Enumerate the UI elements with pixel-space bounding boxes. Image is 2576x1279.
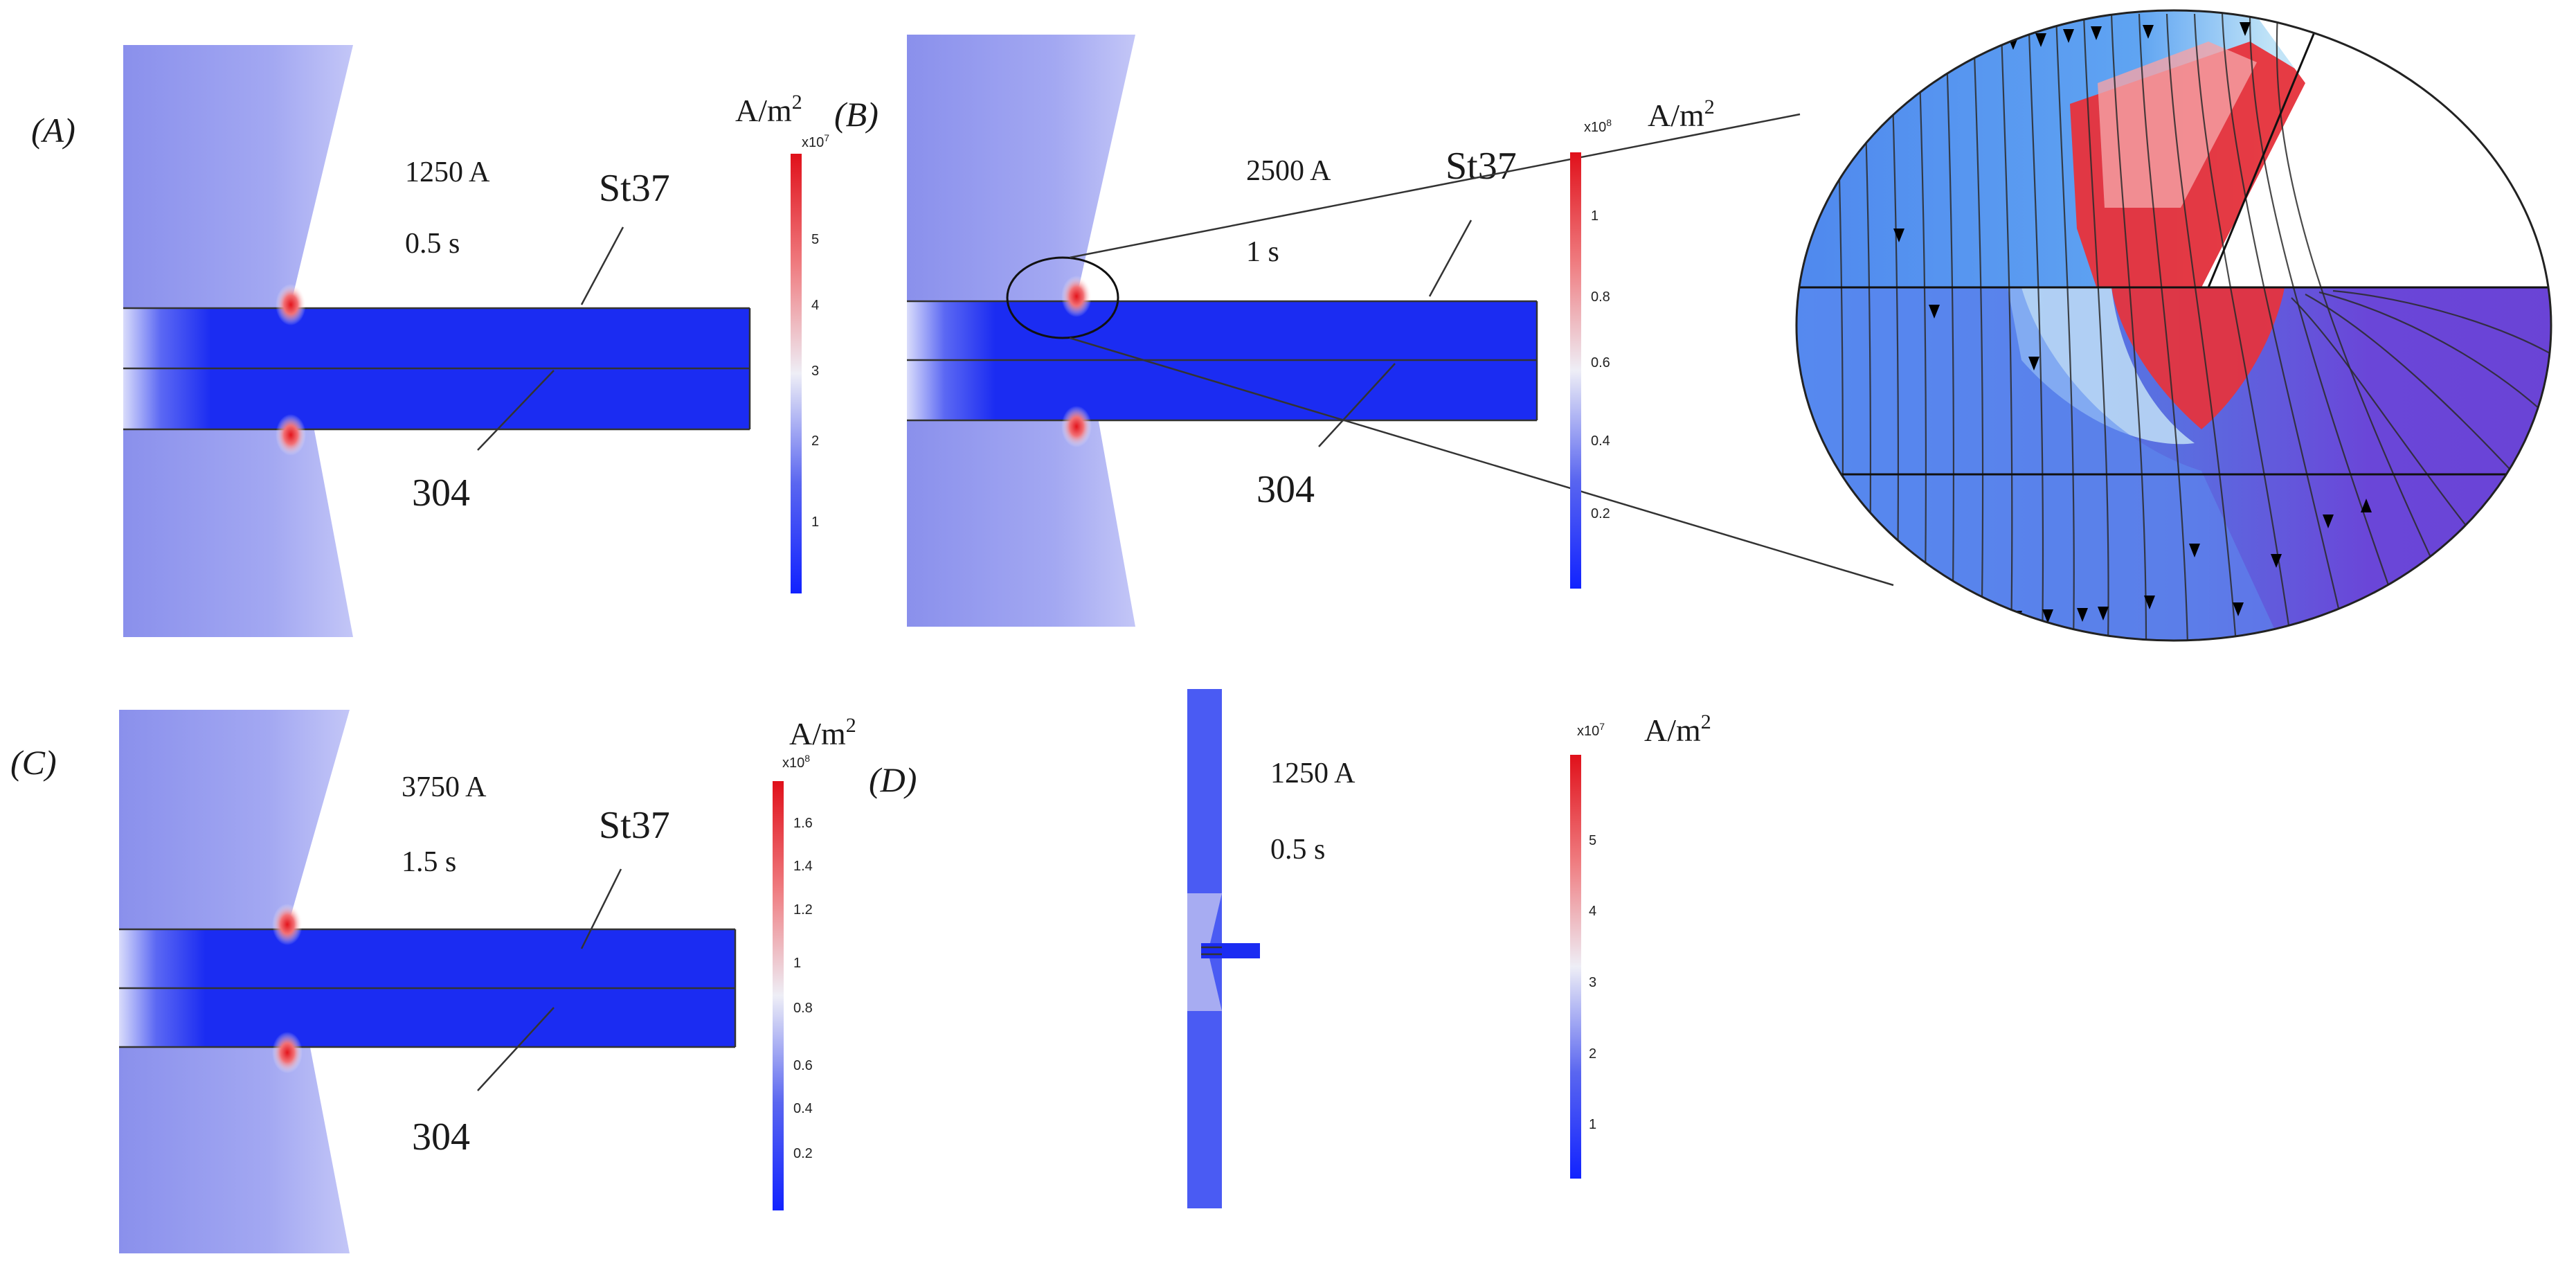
colorbar-tick: 0.8 <box>1591 289 1610 305</box>
colorbar-unit: A/m2 <box>789 714 856 751</box>
colorbar-tick: 0.2 <box>793 1146 813 1161</box>
zoom-connector-top <box>1069 113 1801 259</box>
current-label-a: 1250 A <box>405 156 490 188</box>
panel-d: (D) 1250 A 0.5 s <box>869 689 1355 1208</box>
colorbar-b: x108 A/m2 1 0.8 0.6 0.4 0.2 <box>1570 96 1715 589</box>
current-label-d: 1250 A <box>1270 758 1355 789</box>
colorbar-tick: 3 <box>811 364 819 379</box>
upper-material-label-a: St37 <box>599 167 670 210</box>
colorbar-tick: 2 <box>811 433 819 449</box>
colorbar-tick: 1.6 <box>793 816 813 831</box>
zoom-connector-bottom <box>1069 337 1894 587</box>
colorbar-gradient <box>791 154 802 593</box>
colorbar-tick: 1 <box>1591 208 1598 224</box>
current-label-b: 2500 A <box>1246 155 1331 187</box>
hot-spot-upper <box>276 284 306 325</box>
time-label-a: 0.5 s <box>405 228 460 260</box>
panel-label-a: (A) <box>31 111 75 150</box>
colorbar-a: x107 A/m2 5 4 3 2 1 <box>735 91 829 593</box>
colorbar-d: x107 A/m2 5 4 3 2 1 <box>1570 710 1711 1179</box>
colorbar-tick: 1.2 <box>793 902 813 918</box>
colorbar-tick: 0.6 <box>1591 355 1610 370</box>
lower-material-label-b: 304 <box>1257 468 1315 511</box>
panel-label-b: (B) <box>834 95 879 134</box>
upper-material-label-b: St37 <box>1445 145 1517 188</box>
time-label-b: 1 s <box>1246 236 1279 268</box>
hot-spot-upper <box>1061 276 1092 317</box>
colorbar-multiplier: x107 <box>1577 721 1605 739</box>
hot-spot-lower <box>272 1032 303 1073</box>
panel-label-c: (C) <box>10 743 57 782</box>
current-label-c: 3750 A <box>402 771 487 803</box>
colorbar-tick: 1 <box>811 515 819 530</box>
lower-material-label-c: 304 <box>412 1116 470 1159</box>
colorbar-multiplier: x108 <box>782 753 810 771</box>
panel-label-d: (D) <box>869 760 917 799</box>
colorbar-tick: 0.4 <box>1591 433 1610 449</box>
time-label-c: 1.5 s <box>402 846 456 878</box>
colorbar-tick: 1 <box>793 956 801 971</box>
zoom-source-circle <box>1006 256 1119 339</box>
colorbar-unit: A/m2 <box>1648 96 1715 133</box>
colorbar-unit: A/m2 <box>735 91 802 128</box>
colorbar-tick: 4 <box>1589 904 1596 919</box>
hot-spot-lower <box>276 414 306 456</box>
colorbar-c: x108 A/m2 1.6 1.4 1.2 1 0.8 0.6 0.4 0.2 <box>773 714 856 1210</box>
colorbar-tick: 2 <box>1589 1046 1596 1062</box>
hot-spot-lower <box>1061 406 1092 447</box>
colorbar-unit: A/m2 <box>1644 710 1711 748</box>
colorbar-tick: 5 <box>1589 833 1596 848</box>
panel-a: (A) 1250 A 0.5 s St37 304 <box>31 45 751 637</box>
colorbar-multiplier: x107 <box>802 132 829 150</box>
colorbar-tick: 0.2 <box>1591 506 1610 521</box>
colorbar-gradient <box>773 781 784 1210</box>
upper-material-label-c: St37 <box>599 804 670 847</box>
colorbar-gradient <box>1570 152 1581 589</box>
colorbar-tick: 5 <box>811 232 819 247</box>
colorbar-multiplier: x108 <box>1584 117 1612 135</box>
colorbar-tick: 3 <box>1589 975 1596 990</box>
colorbar-tick: 4 <box>811 298 819 313</box>
panel-b: (B) 2500 A 1 s St37 304 <box>834 35 1538 627</box>
colorbar-tick: 1.4 <box>793 859 813 874</box>
colorbar-tick: 1 <box>1589 1117 1596 1132</box>
panel-c: (C) 3750 A 1.5 s St37 304 <box>10 710 737 1253</box>
sheet-strip <box>1201 943 1260 958</box>
colorbar-tick: 0.6 <box>793 1058 813 1073</box>
colorbar-gradient <box>1570 755 1581 1179</box>
colorbar-tick: 0.4 <box>793 1101 813 1116</box>
lower-material-label-a: 304 <box>412 472 470 515</box>
time-label-d: 0.5 s <box>1270 834 1325 866</box>
zoom-ellipse-border <box>1795 9 2552 642</box>
zoom-inset <box>1795 9 2552 642</box>
colorbar-tick: 0.8 <box>793 1001 813 1016</box>
hot-spot-upper <box>272 904 303 945</box>
